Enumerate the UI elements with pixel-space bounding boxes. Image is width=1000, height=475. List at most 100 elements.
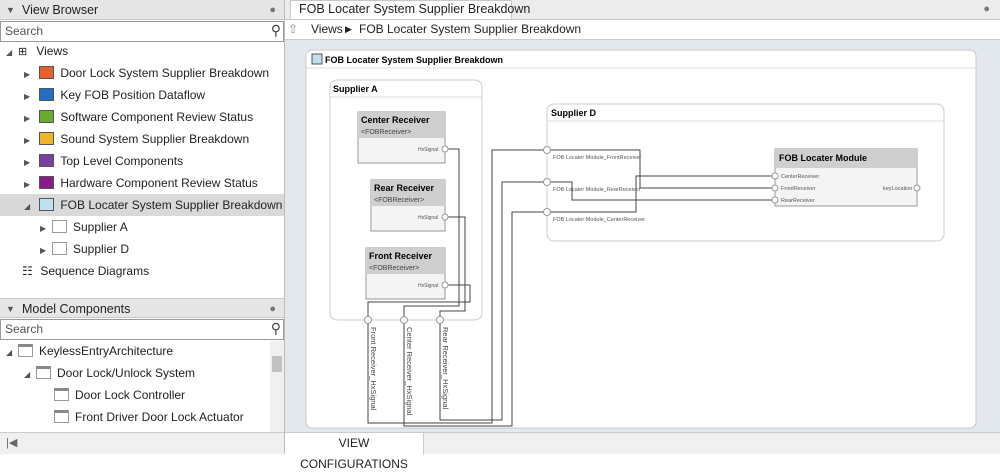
port-label: FrontReceiver: [781, 186, 816, 192]
port-label: RearReceiver: [781, 198, 815, 204]
port-label: HxSignal: [418, 147, 438, 153]
model-components-search[interactable]: Search ⚲: [0, 319, 284, 340]
expand-arrow-icon[interactable]: ▶: [40, 246, 47, 255]
view-color-icon: [39, 66, 55, 79]
tree-item-view[interactable]: ◢ FOB Locater System Supplier Breakdown: [0, 194, 284, 216]
supplier-d-title: Supplier D: [551, 108, 597, 118]
connector-front: [367, 284, 471, 320]
search-input[interactable]: Search: [5, 24, 44, 38]
tree-item-view[interactable]: ▶ Software Component Review Status: [0, 106, 284, 128]
options-icon[interactable]: ●: [269, 303, 276, 315]
view-configurations-tab[interactable]: VIEW CONFIGURATIONS: [285, 433, 424, 471]
connector-center-out: [403, 211, 547, 427]
tree-item-view[interactable]: ▶ Key FOB Position Dataflow: [0, 84, 284, 106]
port: [543, 208, 551, 216]
port: [771, 196, 779, 204]
expand-arrow-icon[interactable]: ▶: [24, 158, 31, 167]
tree-label: Door Lock Controller: [75, 388, 186, 402]
tree-item-door-lock-controller[interactable]: Door Lock Controller: [54, 384, 185, 406]
component-icon: [36, 366, 51, 379]
tree-item-door-lock-system[interactable]: ◢Door Lock/Unlock System: [24, 362, 195, 384]
fob-locater-module-block: FOB Locater Module CenterReceiver FrontR…: [774, 148, 918, 207]
options-icon[interactable]: ●: [269, 4, 276, 16]
up-arrow-icon[interactable]: ⇧: [288, 22, 299, 36]
views-icon: ⊞: [18, 46, 28, 58]
port-label: Front Receiver_HxSignal: [369, 327, 378, 411]
port: [543, 146, 551, 154]
tree-label: Sequence Diagrams: [40, 264, 150, 278]
expand-arrow-icon[interactable]: ▶: [24, 136, 31, 145]
tab-fob-locater[interactable]: FOB Locater System Supplier Breakdown: [290, 0, 530, 19]
tree-item-sequence-diagrams[interactable]: ☷ Sequence Diagrams: [22, 260, 149, 282]
port: [771, 172, 779, 180]
tree-label: Hardware Component Review Status: [60, 176, 258, 190]
scrollbar[interactable]: [270, 341, 284, 432]
tree-item-supplier-a[interactable]: ▶Supplier A: [40, 216, 128, 238]
block-stereotype: <FOBReceiver>: [374, 197, 424, 204]
model-components-header[interactable]: ▼ Model Components ●: [0, 298, 284, 318]
expand-arrow-icon[interactable]: ▶: [40, 224, 47, 233]
tree-item-views[interactable]: ◢ ⊞ Views: [6, 40, 68, 62]
tree-item-view[interactable]: ▶ Hardware Component Review Status: [0, 172, 284, 194]
collapse-icon[interactable]: ▼: [6, 5, 15, 15]
tree-item-front-driver-actuator[interactable]: Front Driver Door Lock Actuator: [54, 406, 244, 428]
port-label: FOB Locater Module_RearReceiver: [553, 187, 641, 193]
expand-arrow-icon[interactable]: ▶: [24, 70, 31, 79]
tree-label: Front Driver Door Lock Actuator: [75, 410, 244, 424]
view-color-icon: [39, 154, 55, 167]
view-color-icon: [39, 176, 55, 189]
left-panel: ▼ View Browser ● Search ⚲ ◢ ⊞ Views ▶ Doo…: [0, 0, 285, 454]
bottom-bar: VIEW CONFIGURATIONS: [285, 432, 1000, 471]
block-name: Center Receiver: [361, 115, 430, 125]
view-color-icon: [39, 110, 55, 123]
tree-item-view[interactable]: ▶ Top Level Components: [0, 150, 284, 172]
breadcrumb-current: FOB Locater System Supplier Breakdown: [359, 22, 582, 36]
port: [441, 145, 449, 153]
model-components-title: Model Components: [22, 302, 131, 316]
collapse-arrow-icon[interactable]: ◢: [6, 348, 13, 357]
connector-front-out: [367, 149, 547, 424]
tree-label: Supplier D: [73, 242, 130, 256]
tree-label: Top Level Components: [60, 154, 184, 168]
port-label: FOB Locater Module_FrontReceiver: [553, 155, 642, 161]
expand-arrow-icon[interactable]: ▶: [24, 114, 31, 123]
view-title: FOB Locater System Supplier Breakdown: [325, 55, 503, 65]
search-input[interactable]: Search: [5, 322, 44, 336]
collapse-panel-button[interactable]: |◀: [0, 432, 284, 454]
breadcrumb-views[interactable]: Views: [311, 22, 343, 36]
view-color-icon: [311, 53, 323, 65]
port: [441, 213, 449, 221]
scrollbar-thumb[interactable]: [272, 356, 282, 372]
tree-label: Key FOB Position Dataflow: [60, 88, 206, 102]
tree-item-view[interactable]: ▶ Door Lock System Supplier Breakdown: [0, 62, 284, 84]
view-browser-header[interactable]: ▼ View Browser ●: [0, 0, 284, 20]
center-receiver-block: Center Receiver <FOBReceiver> HxSignal: [357, 111, 446, 164]
search-icon[interactable]: ⚲: [270, 320, 281, 336]
diagram-canvas[interactable]: FOB Locater System Supplier Breakdown Su…: [285, 40, 1000, 432]
expand-arrow-icon[interactable]: ▶: [24, 92, 31, 101]
collapse-arrow-icon[interactable]: ◢: [6, 48, 13, 57]
rear-receiver-block: Rear Receiver <FOBReceiver> HxSignal: [370, 179, 446, 232]
collapse-arrow-icon[interactable]: ◢: [24, 370, 31, 379]
block-stereotype: <FOBReceiver>: [369, 265, 419, 272]
expand-arrow-icon[interactable]: ▶: [24, 180, 31, 189]
search-icon[interactable]: ⚲: [270, 22, 281, 38]
front-receiver-block: Front Receiver <FOBReceiver> HxSignal: [365, 247, 446, 300]
port-label: HxSignal: [418, 215, 438, 221]
breadcrumb: ⇧ Views ▶ FOB Locater System Supplier Br…: [285, 20, 1000, 40]
tree-label: FOB Locater System Supplier Breakdown: [60, 198, 283, 212]
tree-label: Sound System Supplier Breakdown: [60, 132, 250, 146]
supplier-a-title: Supplier A: [333, 84, 378, 94]
tree-item-supplier-d[interactable]: ▶ Supplier D: [40, 238, 129, 260]
collapse-arrow-icon[interactable]: ◢: [24, 202, 31, 211]
view-icon: [52, 220, 67, 233]
connector-d-front: [547, 149, 775, 189]
port-label: FOB Locater Module_CenterReceiver: [553, 217, 645, 223]
options-icon[interactable]: ●: [983, 3, 990, 15]
tree-item-architecture[interactable]: ◢KeylessEntryArchitecture: [6, 340, 173, 362]
view-browser-search[interactable]: Search ⚲: [0, 21, 284, 42]
tree-item-view[interactable]: ▶ Sound System Supplier Breakdown: [0, 128, 284, 150]
tree-label: Views: [36, 44, 69, 58]
collapse-icon[interactable]: ▼: [6, 304, 15, 314]
tab-label: FOB Locater System Supplier Breakdown: [299, 2, 531, 16]
